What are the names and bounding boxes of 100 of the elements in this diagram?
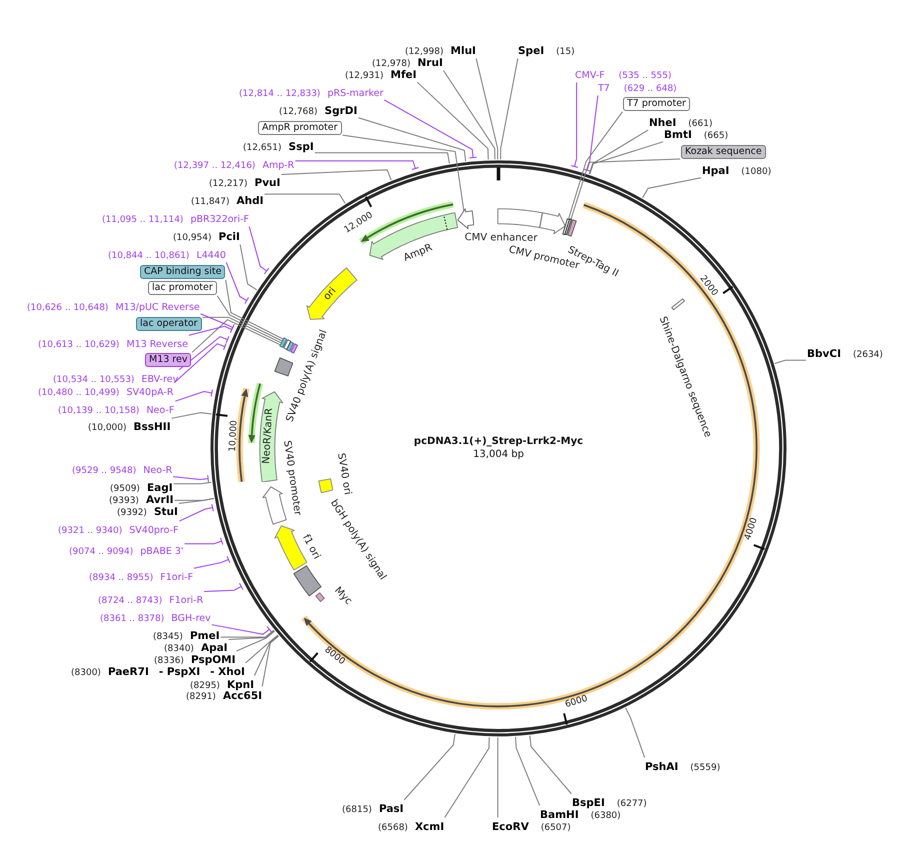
primer-site-label: (8934 .. 8955) F1ori-F: [89, 568, 194, 584]
enzyme-site-label: (12,768) SgrDI: [279, 102, 358, 118]
primer-site-label: (9074 .. 9094) pBABE 3': [69, 542, 184, 558]
leader-line: [515, 736, 540, 806]
enzyme-site-label: (12,217) PvuI: [209, 174, 280, 190]
enzyme-site-label: (8345) PmeI: [153, 628, 220, 642]
leader-line: [583, 95, 598, 172]
leader-line: [642, 177, 702, 198]
enzyme-site-label: NheI (661): [649, 114, 712, 130]
enzyme-site-label: (10,000) BssHII: [88, 418, 171, 434]
primer-site-label: (10,534 .. 10,553) EBV-rev: [53, 370, 178, 386]
leader-line: [226, 262, 250, 304]
leader-line: [625, 707, 646, 758]
leader-line: [188, 326, 234, 336]
leader-line: [225, 280, 284, 340]
enzyme-site-label: SpeI (15): [518, 42, 575, 58]
feature-tag: AmpR promoter: [258, 121, 342, 135]
leader-line: [248, 226, 270, 274]
leader-line: [774, 360, 806, 364]
leader-line: [264, 194, 346, 204]
leader-line: [570, 158, 680, 220]
leader-line: [570, 82, 578, 168]
primer-site-label: (8361 .. 8378) BGH-rev: [100, 610, 211, 624]
feature-label: SV40 ori: [334, 452, 353, 496]
leader-line: [178, 498, 214, 504]
leader-line: [204, 582, 244, 592]
feature-label: CMV enhancer: [464, 232, 538, 244]
enzyme-site-label: (11,847) AhdI: [191, 192, 264, 208]
scale-label: 10,000: [228, 420, 240, 452]
primer-site-label: (12,814 .. 12,833) pRS-marker: [239, 84, 384, 100]
orf-arc: [235, 387, 251, 484]
primer-site-label: (8724 .. 8743) F1ori-R: [98, 592, 204, 606]
leader-line: [171, 412, 212, 419]
enzyme-site-label: BspEI (6277): [572, 794, 647, 810]
leader-line: [500, 58, 518, 160]
scale-label: 6000: [564, 694, 588, 710]
leader-line: [240, 244, 258, 290]
enzyme-site-label: (12,651) SspI: [243, 138, 314, 154]
feature-tag: CAP binding site: [140, 265, 226, 279]
enzyme-site-label: (8295) KpnI: [190, 676, 254, 692]
leader-line: [200, 313, 235, 332]
primer-site-label: (12,397 .. 12,416) Amp-R: [174, 156, 294, 172]
enzyme-site-label: (8340) ApaI: [164, 640, 228, 654]
leader-line: [172, 474, 209, 483]
leader-line: [568, 111, 623, 219]
enzyme-site-label: (9392) StuI: [117, 504, 178, 518]
enzyme-site-label: BbvCI (2634): [807, 346, 883, 360]
feature-tag: lac operator: [136, 317, 202, 331]
leader-line: [178, 504, 214, 522]
leader-line: [228, 630, 275, 640]
leader-line: [588, 130, 649, 174]
leader-line: [262, 636, 280, 688]
feature-tag: T7 promoter: [623, 97, 690, 111]
leader-line: [174, 498, 214, 501]
primer-site-label: (9529 .. 9548) Neo-R: [72, 462, 172, 476]
directional-feature: [456, 208, 474, 230]
feature-label: ori: [322, 286, 339, 303]
enzyme-site-label: (9509) EagI: [110, 480, 173, 494]
leader-line: [529, 735, 572, 794]
leader-line: [254, 635, 279, 676]
primer-site-label: (10,844 .. 10,861) L4440: [108, 246, 226, 262]
leader-line: [192, 319, 292, 353]
leader-line: [497, 736, 498, 818]
enzyme-site-label: EcoRV (6507): [492, 818, 571, 834]
enzyme-site-label: (12,931) MfeI: [345, 66, 417, 82]
feature-mark: [282, 339, 292, 350]
primer-site-label: (10,613 .. 10,629) M13 Reverse: [38, 336, 188, 350]
feature-mark: [290, 342, 298, 354]
primer-site-label: CMV-F (535 .. 555): [575, 66, 672, 82]
primer-site-label: T7 (629 .. 648): [598, 80, 677, 94]
enzyme-site-label: (6568) XcmI: [378, 818, 444, 834]
leader-line: [342, 134, 464, 212]
leader-line: [194, 556, 230, 569]
leader-line: [384, 100, 478, 158]
leader-line: [173, 482, 212, 484]
enzyme-site-label: BmtI (665): [664, 126, 728, 142]
sequence-length: 13,004 bp: [473, 449, 524, 462]
enzyme-site-label: HpaI (1080): [702, 162, 772, 178]
leader-line: [358, 117, 466, 162]
leader-line: [442, 70, 496, 160]
feature-tag: Kozak sequence: [681, 145, 766, 159]
feature-mark: [279, 337, 288, 349]
feature-tag: lac promoter: [148, 281, 217, 295]
leader-line: [589, 141, 664, 175]
leader-line: [236, 630, 276, 652]
feature-label: NeoR/KanR: [260, 408, 275, 464]
leader-line: [184, 537, 224, 546]
leader-line: [416, 82, 489, 160]
feature-label: SV40 promoter: [280, 440, 302, 516]
primer-site-label: (10,139 .. 10,158) Neo-F: [58, 402, 174, 416]
enzyme-site-label: (12,998) MluI: [405, 42, 476, 58]
enzyme-site-label: PshAI (5559): [645, 758, 720, 774]
primer-site-label: (10,480 .. 10,499) SV40pA-R: [38, 384, 174, 398]
primer-site-label: (10,626 .. 10,648) M13/pUC Reverse: [27, 298, 200, 314]
enzyme-site-label: (10,954) PciI: [173, 228, 240, 244]
feature-tag: M13 rev: [145, 353, 192, 367]
leader-line: [476, 58, 498, 160]
enzyme-site-label: (6815) PasI: [342, 800, 404, 816]
plasmid-name: pcDNA3.1(+)_Strep-Lrrk2-Myc: [414, 436, 584, 448]
leader-line: [211, 624, 272, 635]
